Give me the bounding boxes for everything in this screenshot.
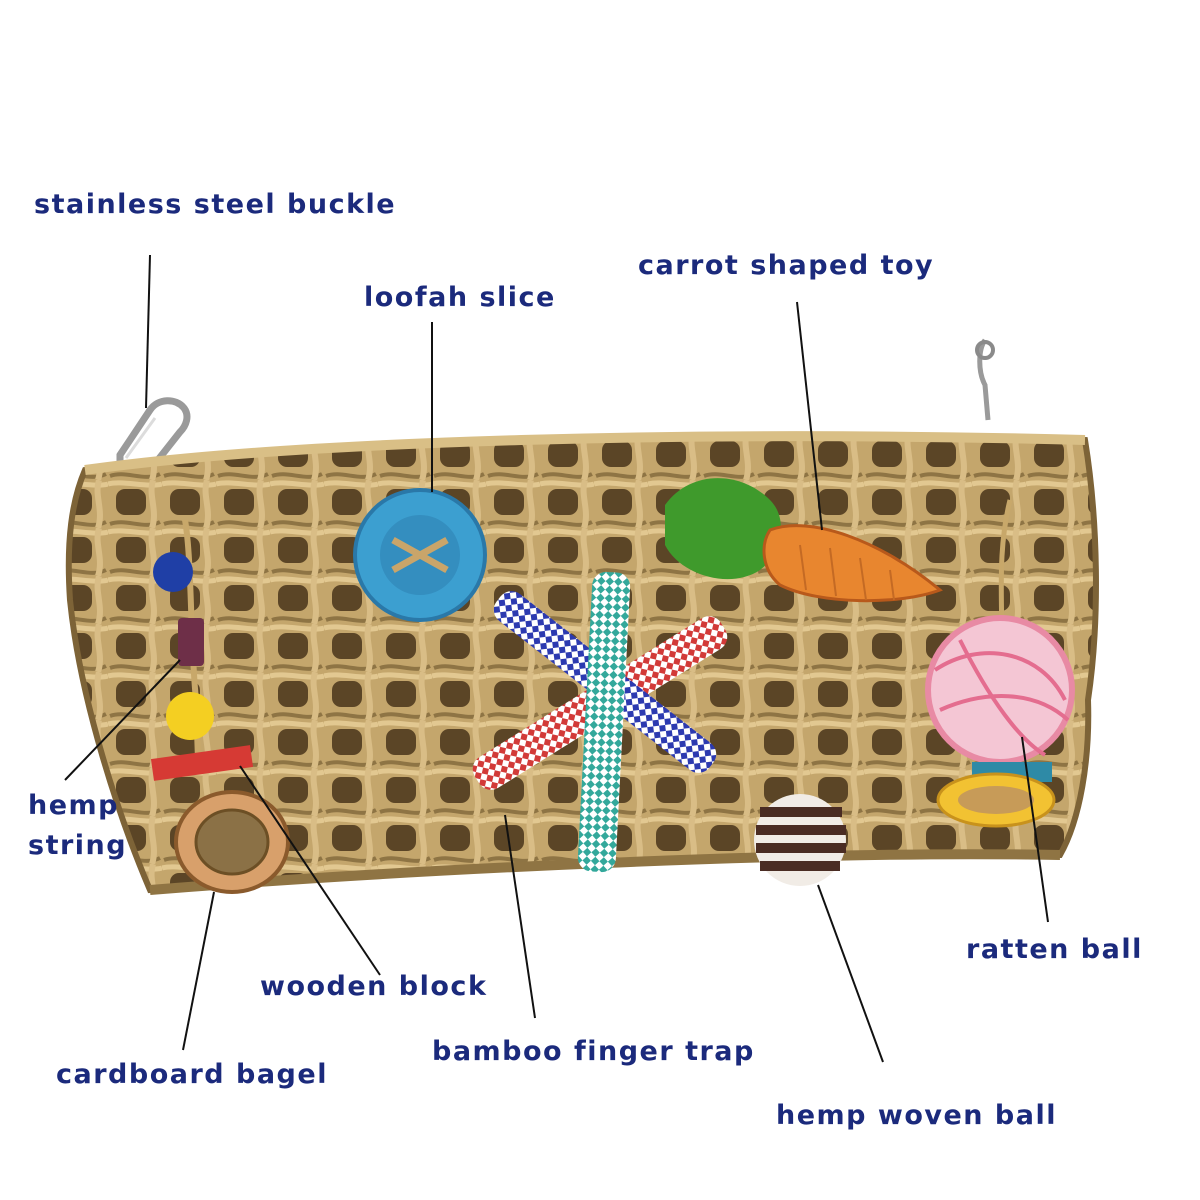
leader-line-ratten-ball: [1021, 736, 1049, 923]
hemp-woven-ball-toy: [754, 794, 846, 886]
label-hemp-string-line-2: string: [28, 830, 128, 861]
label-cardboard-bagel: cardboard bagel: [56, 1059, 328, 1090]
leader-line-woven-ball: [817, 884, 884, 1063]
label-bamboo-finger-trap: bamboo finger trap: [432, 1036, 755, 1067]
label-hemp-string: hemp string: [28, 786, 127, 866]
label-hemp-string-line-1: hemp: [28, 790, 119, 821]
leader-line-bagel: [182, 891, 215, 1051]
label-wooden-block: wooden block: [260, 971, 488, 1002]
label-ratten-ball: ratten ball: [966, 934, 1143, 965]
right-buckle: [975, 338, 995, 421]
label-stainless-steel-buckle: stainless steel buckle: [34, 189, 397, 220]
leader-line-wooden-block: [239, 765, 381, 976]
loofah-slice-toy: [353, 488, 487, 622]
wooden-block-toy: [150, 745, 254, 781]
ratten-ball-toy: [925, 499, 1075, 828]
cardboard-bagel-toy: [174, 790, 290, 894]
label-hemp-woven-ball: hemp woven ball: [776, 1100, 1057, 1131]
leader-line-finger-trap: [504, 814, 536, 1019]
bamboo-finger-trap-toy: [472, 571, 728, 873]
hemp-string-toy: [153, 519, 214, 761]
leader-line-hemp-string: [64, 659, 181, 781]
label-carrot-shaped-toy: carrot shaped toy: [638, 250, 935, 281]
leader-line-carrot: [796, 301, 823, 531]
carrot-toy: [665, 478, 943, 603]
leader-line-buckle: [145, 254, 151, 409]
label-loofah-slice: loofah slice: [364, 282, 556, 313]
leader-lines: [64, 254, 1049, 1063]
